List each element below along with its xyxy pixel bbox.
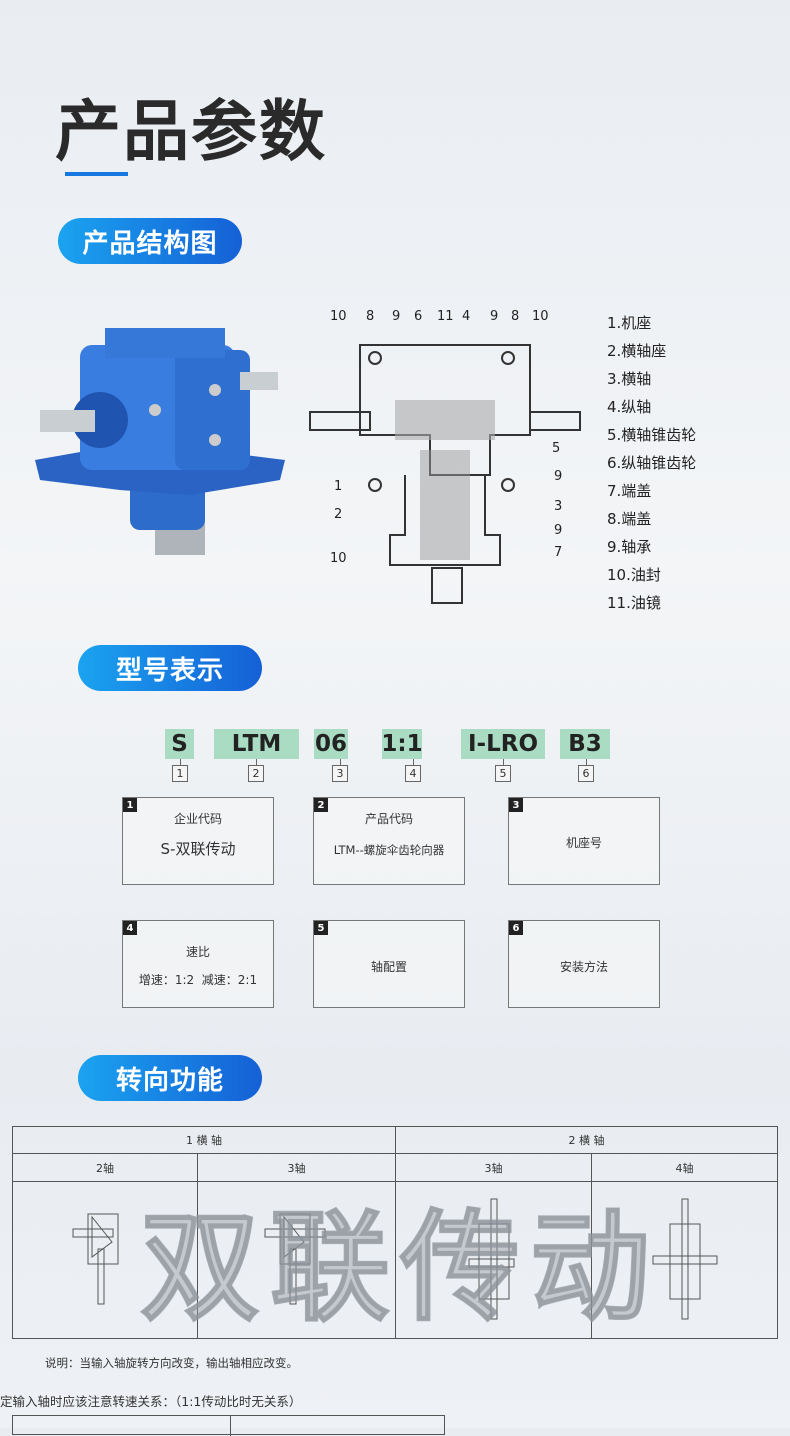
code-segment: LTM bbox=[214, 729, 299, 759]
box-number: 6 bbox=[509, 921, 523, 935]
code-segment: 1:1 bbox=[381, 729, 423, 759]
box-value: S-双联传动 bbox=[160, 840, 236, 858]
svg-text:9: 9 bbox=[392, 309, 400, 324]
code-number: 5 bbox=[495, 765, 511, 782]
page-title: 产品参数 bbox=[55, 93, 327, 170]
two-shaft-diagram bbox=[72, 1213, 119, 1304]
svg-text:8: 8 bbox=[511, 309, 519, 324]
code-number: 2 bbox=[248, 765, 264, 782]
box-value: LTM--螺旋伞齿轮向器 bbox=[333, 843, 445, 857]
box-value: 增速：1:2 减速：2:1 bbox=[138, 973, 258, 987]
svg-text:9: 9 bbox=[490, 309, 498, 324]
diagram-cell bbox=[12, 1181, 198, 1339]
svg-text:6: 6 bbox=[414, 309, 422, 324]
svg-text:8: 8 bbox=[366, 309, 374, 324]
three-shaft-diagram bbox=[468, 1198, 514, 1319]
code-segment: B3 bbox=[560, 729, 610, 759]
box-title: 轴配置 bbox=[370, 960, 407, 974]
svg-text:7: 7 bbox=[554, 545, 562, 560]
callout: 5 bbox=[552, 441, 560, 456]
svg-text:9: 9 bbox=[554, 523, 562, 538]
legend-item: 8.端盖 bbox=[607, 510, 652, 528]
code-number: 6 bbox=[578, 765, 594, 782]
svg-text:2: 2 bbox=[334, 507, 342, 522]
speed-note: 定输入轴时应该注意转速关系：（1:1传动比时无关系） bbox=[0, 1394, 302, 1409]
box-title: 安装方法 bbox=[559, 960, 608, 974]
legend-item: 4.纵轴 bbox=[607, 398, 652, 416]
svg-text:10: 10 bbox=[330, 551, 347, 566]
code-number: 4 bbox=[405, 765, 421, 782]
info-box-shaft: 5 轴配置 bbox=[313, 920, 465, 1008]
column-header: 3轴 bbox=[395, 1153, 592, 1182]
section-structure-heading: 产品结构图 bbox=[58, 218, 242, 264]
box-title: 产品代码 bbox=[364, 812, 413, 826]
svg-text:1: 1 bbox=[334, 479, 342, 494]
code-number: 3 bbox=[332, 765, 348, 782]
box-number: 3 bbox=[509, 798, 523, 812]
info-box-ratio: 4 速比 增速：1:2 减速：2:1 bbox=[122, 920, 274, 1008]
box-number: 2 bbox=[314, 798, 328, 812]
legend-item: 6.纵轴锥齿轮 bbox=[607, 454, 697, 472]
structure-legend: 1.机座 2.横轴座 3.横轴 4.纵轴 5.横轴锥齿轮 6.纵轴锥齿轮 7.端… bbox=[607, 309, 696, 617]
section-model-heading: 型号表示 bbox=[78, 645, 262, 691]
info-box-frame: 3 机座号 bbox=[508, 797, 660, 885]
info-box-company: 1 企业代码 S-双联传动 bbox=[122, 797, 274, 885]
legend-item: 5.横轴锥齿轮 bbox=[607, 426, 697, 444]
column-header: 2轴 bbox=[12, 1153, 198, 1182]
box-title: 机座号 bbox=[565, 836, 602, 850]
diagram-cell bbox=[197, 1181, 396, 1339]
info-box-mounting: 6 安装方法 bbox=[508, 920, 660, 1008]
legend-item: 9.轴承 bbox=[607, 538, 652, 556]
code-segment: I-LRO bbox=[461, 729, 545, 759]
legend-item: 2.横轴座 bbox=[607, 342, 667, 360]
svg-text:4: 4 bbox=[462, 309, 470, 324]
section-direction-heading: 转向功能 bbox=[78, 1055, 262, 1101]
info-box-product: 2 产品代码 LTM--螺旋伞齿轮向器 bbox=[313, 797, 465, 885]
speed-table bbox=[12, 1415, 445, 1436]
box-title: 企业代码 bbox=[173, 812, 222, 826]
legend-item: 1.机座 bbox=[607, 314, 652, 332]
svg-text:10: 10 bbox=[330, 309, 347, 324]
column-header: 4轴 bbox=[591, 1153, 778, 1182]
box-number: 1 bbox=[123, 798, 137, 812]
box-number: 5 bbox=[314, 921, 328, 935]
three-shaft-diagram bbox=[264, 1213, 325, 1304]
code-number: 1 bbox=[172, 765, 188, 782]
svg-text:11: 11 bbox=[437, 309, 454, 324]
four-shaft-diagram bbox=[652, 1198, 717, 1319]
svg-text:9: 9 bbox=[554, 469, 562, 484]
code-segment: S bbox=[165, 729, 194, 759]
legend-item: 11.油镜 bbox=[607, 594, 661, 612]
code-segment: 06 bbox=[314, 729, 348, 759]
diagram-cell bbox=[395, 1181, 592, 1339]
group-header: 2 横 轴 bbox=[395, 1126, 778, 1154]
svg-text:10: 10 bbox=[532, 309, 549, 324]
legend-item: 7.端盖 bbox=[607, 482, 652, 500]
diagram-cell bbox=[591, 1181, 778, 1339]
title-underline bbox=[65, 172, 128, 176]
group-header: 1 横 轴 bbox=[12, 1126, 396, 1154]
legend-item: 10.油封 bbox=[607, 566, 661, 584]
box-title: 速比 bbox=[185, 945, 210, 959]
box-number: 4 bbox=[123, 921, 137, 935]
gearbox-product-image bbox=[35, 328, 285, 555]
svg-text:3: 3 bbox=[554, 499, 562, 514]
column-header: 3轴 bbox=[197, 1153, 396, 1182]
legend-item: 3.横轴 bbox=[607, 370, 652, 388]
direction-note: 说明：当输入轴旋转方向改变，输出轴相应改变。 bbox=[45, 1356, 298, 1370]
